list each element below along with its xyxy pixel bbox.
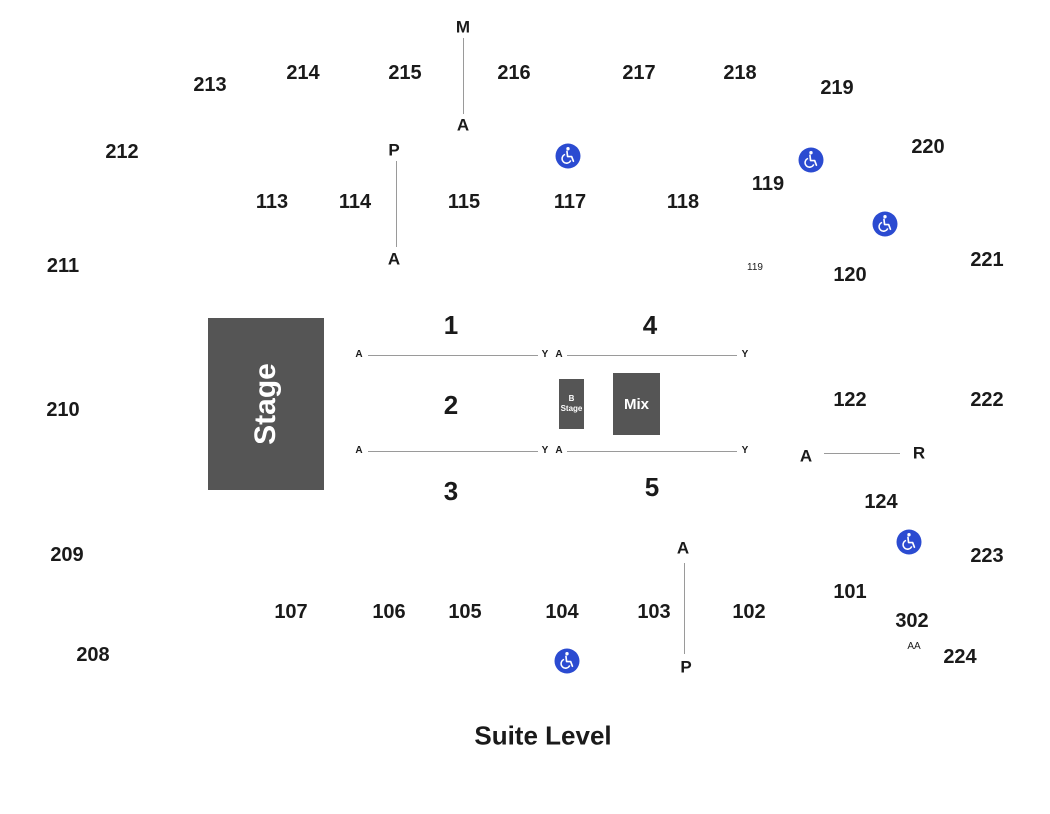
section-floor-5[interactable]: 5 [644, 472, 660, 502]
section-122[interactable]: 122 [833, 389, 867, 411]
row-range-line [396, 161, 397, 247]
section-224[interactable]: 224 [943, 646, 977, 668]
row-label-y: Y [741, 349, 749, 360]
section-117[interactable]: 117 [553, 191, 587, 213]
section-302[interactable]: 302 [895, 610, 929, 632]
section-215[interactable]: 215 [388, 62, 422, 84]
floor-row-line [567, 355, 737, 356]
section-118[interactable]: 118 [666, 191, 700, 213]
section-113[interactable]: 113 [255, 191, 289, 213]
section-115[interactable]: 115 [447, 191, 481, 213]
row-label-a: A [676, 538, 690, 558]
row-range-line [463, 38, 464, 114]
row-label-y: Y [541, 349, 549, 360]
section-102[interactable]: 102 [732, 601, 766, 623]
section-104[interactable]: 104 [545, 601, 579, 623]
section-119-small-label: 119 [747, 262, 763, 273]
b-stage-line1: B [568, 394, 575, 403]
row-label-p: P [680, 657, 692, 677]
row-label-a: A [355, 445, 363, 456]
section-221[interactable]: 221 [970, 249, 1004, 271]
section-106[interactable]: 106 [372, 601, 406, 623]
section-216[interactable]: 216 [497, 62, 531, 84]
mix-position: Mix [613, 373, 660, 435]
b-stage-line2: Stage [560, 404, 583, 413]
section-208[interactable]: 208 [76, 644, 110, 666]
floor-row-line [368, 355, 538, 356]
row-label-a: A [456, 115, 470, 135]
section-floor-1[interactable]: 1 [443, 310, 459, 340]
section-210[interactable]: 210 [46, 399, 80, 421]
section-214[interactable]: 214 [286, 62, 320, 84]
stage-label: Stage [248, 363, 282, 445]
mix-label: Mix [623, 395, 649, 413]
row-label-p: P [388, 140, 400, 160]
row-label-y: Y [741, 445, 749, 456]
section-218[interactable]: 218 [723, 62, 757, 84]
floor-row-line [567, 451, 737, 452]
wheelchair-icon[interactable] [896, 529, 922, 555]
section-120[interactable]: 120 [833, 264, 867, 286]
section-114[interactable]: 114 [338, 191, 372, 213]
section-101[interactable]: 101 [833, 581, 867, 603]
section-213[interactable]: 213 [193, 74, 227, 96]
section-floor-2[interactable]: 2 [443, 390, 459, 420]
row-label-a: A [555, 445, 563, 456]
row-label-aa: AA [907, 641, 921, 652]
section-floor-4[interactable]: 4 [642, 310, 658, 340]
wheelchair-icon[interactable] [872, 211, 898, 237]
section-107[interactable]: 107 [274, 601, 308, 623]
section-floor-3[interactable]: 3 [443, 476, 459, 506]
floor-row-line [368, 451, 538, 452]
section-212[interactable]: 212 [105, 141, 139, 163]
section-124[interactable]: 124 [864, 491, 898, 513]
wheelchair-icon[interactable] [555, 143, 581, 169]
wheelchair-icon[interactable] [554, 648, 580, 674]
section-222[interactable]: 222 [970, 389, 1004, 411]
row-label-y: Y [541, 445, 549, 456]
section-219[interactable]: 219 [820, 77, 854, 99]
section-220[interactable]: 220 [911, 136, 945, 158]
section-119[interactable]: 119 [751, 173, 785, 195]
section-211[interactable]: 211 [46, 255, 80, 277]
row-label-a: A [355, 349, 363, 360]
section-105[interactable]: 105 [448, 601, 482, 623]
wheelchair-icon[interactable] [798, 147, 824, 173]
section-223[interactable]: 223 [970, 545, 1004, 567]
row-label-r: R [912, 443, 926, 463]
row-label-a: A [387, 249, 401, 269]
suite-level-label[interactable]: Suite Level [474, 720, 612, 751]
row-range-line [824, 453, 900, 454]
row-range-line [684, 563, 685, 654]
row-label-m: M [455, 17, 471, 37]
row-label-a: A [799, 446, 813, 466]
b-stage: B Stage [559, 379, 584, 429]
section-217[interactable]: 217 [622, 62, 656, 84]
section-209[interactable]: 209 [50, 544, 84, 566]
row-label-a: A [555, 349, 563, 360]
stage[interactable]: Stage [208, 318, 324, 490]
section-103[interactable]: 103 [637, 601, 671, 623]
